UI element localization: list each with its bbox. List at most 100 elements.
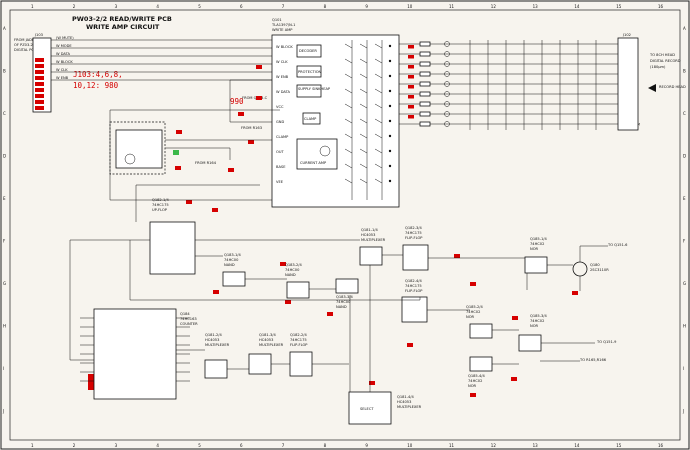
q185-1-desc: NOR (530, 247, 539, 251)
out-to-q151-9: TO Q151-9 (596, 340, 617, 344)
q180-part: 2SC3110R (590, 268, 609, 272)
wire (374, 163, 383, 169)
grid-col-14: 14 (574, 4, 580, 9)
q182-4-ref: Q182-4/4 (405, 279, 422, 283)
q185-3-ref: Q185-3/4 (530, 314, 547, 318)
wire (359, 178, 368, 184)
current-amp-transistor (319, 145, 331, 157)
grid-row-E: E (3, 196, 6, 201)
grid-row-A: A (683, 26, 686, 31)
red-pad (408, 105, 414, 109)
q182-1-ff (149, 221, 196, 275)
red-pad (35, 88, 44, 92)
q185-3-nor (518, 334, 542, 352)
grid-col-15: 15 (616, 4, 622, 9)
q182-1-ref: Q182-1/4 (152, 198, 169, 202)
grid-row-A: A (3, 26, 6, 31)
q184-desc: COUNTER (180, 322, 198, 326)
wire (374, 73, 383, 79)
logic-section: Q182-1/474HC175UP-FLOPQ183-1/474HC00NAND… (69, 184, 608, 392)
head-resistor (419, 51, 431, 57)
q181-2-part: HC4053 (205, 338, 219, 342)
red-pad (35, 70, 44, 74)
grid-col-14: 14 (574, 443, 580, 448)
red-pad (35, 106, 44, 110)
q185-3-desc: NOR (530, 324, 539, 328)
q185-2-desc: NOR (466, 315, 475, 319)
grid-col-2: 2 (73, 443, 76, 448)
q182-2-ff (289, 351, 313, 377)
grid-col-7: 7 (282, 4, 285, 9)
head-resistor (419, 61, 431, 67)
red-pad (408, 55, 414, 59)
q101-desc: WRITE AMP (272, 28, 293, 32)
grid-col-10: 10 (407, 4, 413, 9)
head-diode (444, 61, 450, 67)
wire (359, 58, 368, 64)
head-diode (444, 71, 450, 77)
head-diode (444, 51, 450, 57)
red-pad (470, 282, 476, 286)
red-pad (186, 200, 192, 204)
pin-vee: VEE (276, 180, 284, 184)
wire (344, 58, 353, 64)
q183-2-part: 74HC00 (285, 268, 300, 272)
q181-2-desc: MULTIPLEXER (205, 343, 230, 347)
grid-col-1: 1 (31, 4, 34, 9)
clamp-label: CLAMP (304, 117, 317, 121)
pin-clamp: CLAMP (276, 135, 289, 139)
q183-2-desc: NAND (285, 273, 296, 277)
grid-col-3: 3 (115, 443, 118, 448)
q185-2-ref: Q185-2/4 (466, 305, 483, 309)
red-pad (228, 168, 234, 172)
head-resistor (419, 91, 431, 97)
red-pad (512, 316, 518, 320)
record-head-label: RECORD HEAD (659, 85, 686, 89)
q185-4-part: 74HC02 (468, 379, 482, 383)
red-pad (369, 381, 375, 385)
q181-3-mux (248, 353, 272, 375)
head-diode (444, 121, 450, 127)
grid-row-I: I (683, 366, 684, 371)
grid-col-12: 12 (491, 443, 497, 448)
clamp-block (302, 112, 321, 125)
q184-ref: Q184 (180, 312, 190, 316)
red-note-2: 10,12: 980 (73, 81, 119, 90)
wire (359, 118, 368, 124)
red-pad (248, 140, 254, 144)
red-pad (212, 208, 218, 212)
switch-node (388, 179, 392, 183)
grid-row-I: I (3, 366, 4, 371)
wire (374, 43, 383, 49)
q181-1-part: HC4053 (361, 233, 375, 237)
grid-col-3: 3 (115, 4, 118, 9)
q185-1-part: 74HC02 (530, 242, 544, 246)
red-pad (408, 45, 414, 49)
red-pad (176, 130, 182, 134)
q181-1-mux (359, 246, 383, 266)
q182-4-part: 74HC175 (405, 284, 422, 288)
q181-2-mux (204, 359, 228, 379)
red-pad (285, 300, 291, 304)
hc4053-bottom (348, 391, 392, 425)
switch-node (388, 119, 392, 123)
red-pad (407, 343, 413, 347)
wire (374, 88, 383, 94)
red-pad (327, 312, 333, 316)
q185-4-ref: Q185-4/4 (468, 374, 485, 378)
red-pad (35, 100, 44, 104)
wire (344, 73, 353, 79)
switch-node (388, 59, 392, 63)
head-resistor (419, 121, 431, 127)
q182-3-ref: Q182-3/4 (405, 226, 422, 230)
switch-node (388, 104, 392, 108)
red-pad (35, 64, 44, 68)
grid-row-C: C (3, 111, 6, 116)
q182-2-desc: FLIP-FLOP (290, 343, 308, 347)
grid-row-J: J (2, 409, 4, 414)
q180-transistor (572, 261, 588, 277)
j103-label: J103 (34, 33, 43, 37)
q185-1-nor (524, 256, 548, 274)
